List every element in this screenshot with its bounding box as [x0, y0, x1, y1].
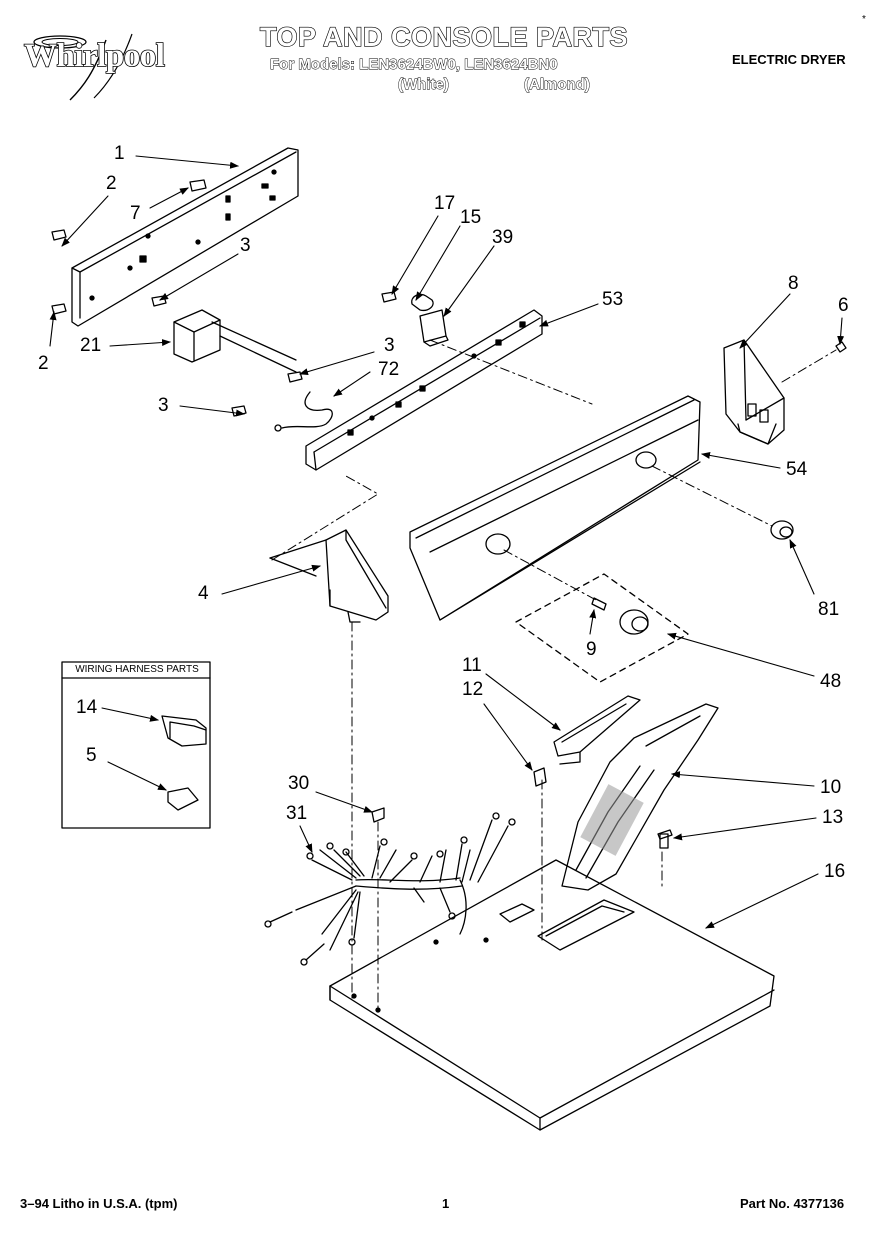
callout-48: 48 [820, 671, 842, 692]
callout-2-bottom: 2 [38, 353, 49, 374]
callout-14: 14 [76, 697, 98, 718]
callout-15: 15 [460, 207, 482, 228]
callout-17: 17 [434, 193, 456, 214]
callout-53: 53 [602, 289, 624, 310]
wire-lead [274, 391, 333, 432]
callout-3-low: 3 [158, 395, 169, 416]
corner-mark: * [862, 14, 866, 25]
brand-name: Whirlpool [23, 37, 165, 75]
callout-39: 39 [492, 227, 514, 248]
rear-console-panel [71, 147, 299, 327]
wire-harness [264, 807, 516, 966]
document-type: ELECTRIC DRYER [732, 52, 846, 67]
knob-small [770, 520, 794, 540]
callout-leaders [49, 155, 845, 929]
callout-3-mid: 3 [384, 335, 395, 356]
dryer-top [329, 859, 775, 1131]
callout-30: 30 [288, 773, 310, 794]
callout-13: 13 [822, 807, 844, 828]
page-title: TOP AND CONSOLE PARTS [259, 21, 629, 52]
logo-swoosh-icon [33, 33, 133, 101]
control-bracket [305, 309, 543, 471]
callout-7: 7 [130, 203, 141, 224]
whirlpool-logo: Whirlpool [14, 20, 186, 106]
footer-part-number: Part No. 4377136 [740, 1196, 845, 1211]
wiring-box-title: WIRING HARNESS PARTS [75, 664, 199, 675]
callout-16: 16 [824, 861, 846, 882]
model-number-almond: LEN3624BN0 [464, 56, 558, 74]
callout-4: 4 [198, 583, 209, 604]
switch-parts [411, 293, 449, 347]
callout-3-top: 3 [240, 235, 251, 256]
callout-54: 54 [786, 459, 808, 480]
console-end-cap [723, 339, 785, 445]
callout-21: 21 [80, 335, 102, 356]
callout-81: 81 [818, 599, 840, 620]
assembly-lines [271, 339, 837, 1011]
clip [533, 767, 547, 787]
footer-print-info: 3–94 Litho in U.S.A. (tpm) [20, 1196, 178, 1211]
color-white: (White) [398, 76, 450, 94]
screws [51, 179, 847, 849]
wiring-harness-box [61, 661, 211, 829]
callout-5: 5 [86, 745, 97, 766]
model-line: For Models: LEN3624BW0, LEN3624BN0 [270, 56, 559, 74]
lint-screen [553, 695, 641, 765]
console-end-piece [269, 529, 389, 623]
callout-2-top: 2 [106, 173, 117, 194]
callout-31: 31 [286, 803, 308, 824]
timer-knob [515, 573, 689, 683]
models-label: For Models: [270, 56, 356, 74]
callout-72: 72 [378, 359, 400, 380]
callout-1: 1 [114, 143, 125, 164]
timer-assembly [173, 309, 297, 373]
lint-filter [561, 703, 719, 891]
callout-6: 6 [838, 295, 849, 316]
control-console [409, 395, 701, 621]
callout-9: 9 [586, 639, 597, 660]
callout-12: 12 [462, 679, 484, 700]
color-almond: (Almond) [524, 76, 591, 94]
footer-page-number: 1 [442, 1196, 450, 1211]
callout-8: 8 [788, 273, 799, 294]
callout-10: 10 [820, 777, 842, 798]
callout-11: 11 [462, 655, 482, 676]
model-number-white: LEN3624BW0, [359, 56, 461, 74]
